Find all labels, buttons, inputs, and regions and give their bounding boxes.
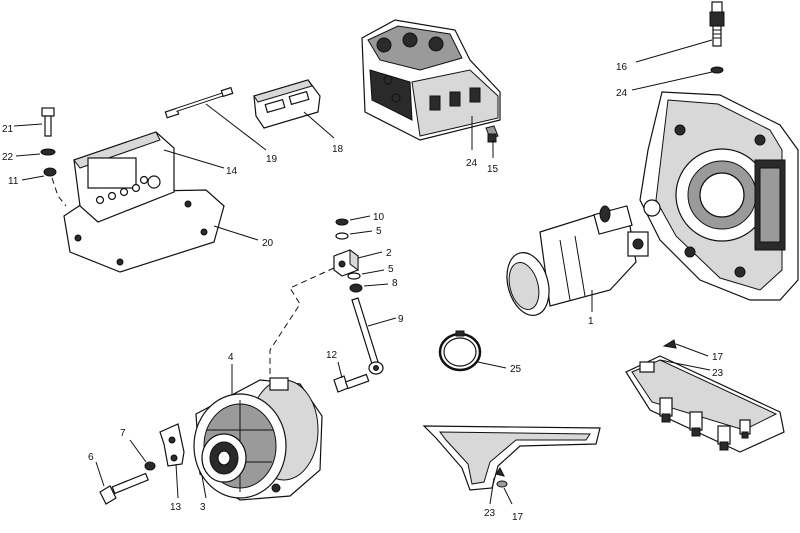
leader-line bbox=[363, 283, 389, 287]
leader-line bbox=[201, 475, 207, 499]
leader-line bbox=[367, 317, 397, 327]
drain-plug bbox=[496, 480, 508, 488]
callout-7: 7 bbox=[120, 428, 126, 439]
callout-13: 13 bbox=[170, 502, 182, 513]
washer bbox=[335, 232, 349, 240]
callout-11: 11 bbox=[8, 176, 19, 187]
callout-25: 25 bbox=[510, 364, 522, 375]
leader-line bbox=[129, 439, 147, 463]
leader-line bbox=[631, 71, 713, 91]
bracket bbox=[333, 249, 359, 277]
fitting bbox=[662, 339, 677, 349]
leader-line bbox=[477, 361, 507, 369]
callout-24-block: 24 bbox=[466, 158, 478, 169]
washer bbox=[40, 148, 56, 156]
callout-1: 1 bbox=[588, 316, 594, 327]
leader-line bbox=[503, 487, 513, 505]
callout-5-lower: 5 bbox=[388, 264, 394, 275]
callout-18: 18 bbox=[332, 144, 344, 155]
bolt bbox=[333, 373, 370, 393]
callout-20: 20 bbox=[262, 238, 274, 249]
leader-line bbox=[205, 103, 267, 151]
callout-17-sump: 17 bbox=[512, 512, 524, 523]
callout-21: 21 bbox=[2, 124, 14, 135]
nut bbox=[349, 283, 363, 293]
callout-19: 19 bbox=[266, 154, 278, 165]
engine-block-fitting bbox=[485, 125, 499, 143]
threaded-rod bbox=[351, 297, 384, 375]
long-bolt bbox=[99, 472, 149, 505]
leader-line bbox=[337, 361, 343, 379]
starter-motor bbox=[506, 205, 649, 316]
sensor-washer bbox=[710, 66, 724, 74]
leader-line bbox=[21, 175, 45, 181]
leader-line bbox=[213, 225, 259, 241]
nut bbox=[43, 167, 57, 177]
callout-22: 22 bbox=[2, 152, 14, 163]
callout-15: 15 bbox=[487, 164, 499, 175]
callout-16: 16 bbox=[616, 62, 628, 73]
leader-line bbox=[13, 123, 43, 127]
intake-manifold bbox=[625, 355, 785, 453]
leader-line bbox=[489, 477, 495, 505]
leader-line bbox=[349, 215, 371, 221]
clamp-ring bbox=[438, 330, 482, 372]
oil-sump bbox=[422, 425, 601, 491]
callout-24-flywheel: 24 bbox=[616, 88, 628, 99]
callout-12: 12 bbox=[326, 350, 338, 361]
callout-2: 2 bbox=[386, 248, 392, 259]
clamp bbox=[335, 218, 349, 226]
leader-line bbox=[635, 39, 713, 63]
callout-23-sump: 23 bbox=[484, 508, 496, 519]
leader-line bbox=[675, 343, 709, 357]
assembly-dashed-line bbox=[269, 267, 335, 380]
mounting-bracket bbox=[159, 423, 185, 467]
callout-8: 8 bbox=[392, 278, 398, 289]
relay-module bbox=[253, 79, 321, 129]
assembly-dashed-line bbox=[51, 177, 67, 207]
sensor bbox=[709, 1, 725, 47]
leader-line bbox=[659, 359, 711, 371]
leader-line bbox=[349, 230, 373, 235]
flywheel-housing bbox=[639, 91, 799, 301]
washer bbox=[347, 272, 361, 280]
callout-17-manifold: 17 bbox=[712, 352, 724, 363]
nut bbox=[144, 461, 156, 471]
leader-line bbox=[95, 461, 105, 487]
leader-line bbox=[15, 153, 41, 157]
callout-10: 10 bbox=[373, 212, 385, 223]
callout-9: 9 bbox=[398, 314, 404, 325]
leader-line bbox=[357, 251, 383, 259]
callout-14: 14 bbox=[226, 166, 238, 177]
cable bbox=[164, 86, 234, 119]
leader-line bbox=[361, 269, 385, 275]
bolt bbox=[41, 107, 55, 137]
leader-line bbox=[175, 463, 179, 499]
control-panel bbox=[73, 131, 175, 223]
callout-6: 6 bbox=[88, 452, 94, 463]
alternator bbox=[193, 377, 323, 501]
callout-4: 4 bbox=[228, 352, 234, 363]
callout-3: 3 bbox=[200, 502, 206, 513]
callout-23-manifold: 23 bbox=[712, 368, 724, 379]
callout-5-upper: 5 bbox=[376, 226, 382, 237]
engine-block bbox=[361, 19, 501, 141]
leader-line bbox=[163, 149, 225, 169]
leader-line bbox=[303, 111, 335, 139]
sump-fitting bbox=[495, 467, 505, 477]
